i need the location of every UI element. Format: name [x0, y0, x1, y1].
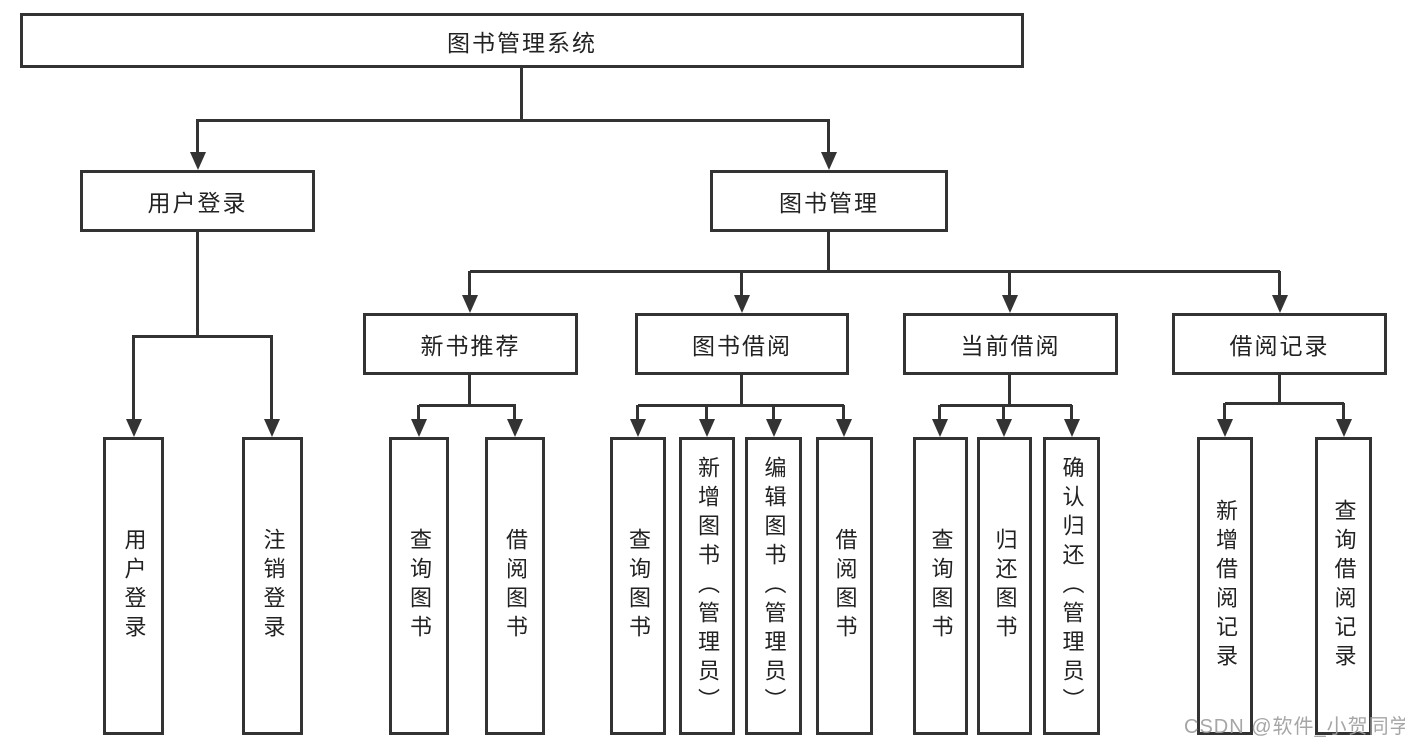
leaf-query-books-current: 查询图书 — [913, 437, 968, 735]
connector-drop — [1342, 403, 1345, 420]
connector-drop — [705, 405, 708, 420]
node-label: 用户登录 — [147, 190, 248, 216]
leaf-add-borrow-record: 新增借阅记录 — [1197, 437, 1253, 735]
arrowhead-down-icon — [411, 419, 427, 437]
connector-book-borrow-stem — [740, 375, 743, 406]
connector-user-login-bus — [132, 335, 273, 338]
connector-drop — [513, 405, 516, 420]
connector-drop — [636, 405, 639, 420]
node-label: 图书借阅 — [692, 333, 792, 359]
connector-new-book-stem — [468, 375, 471, 406]
arrowhead-down-icon — [1064, 419, 1080, 437]
leaf-logout: 注销登录 — [242, 437, 303, 735]
connector-book-borrow-bus — [638, 404, 844, 407]
node-label: 图书管理系统 — [447, 29, 597, 56]
arrowhead-down-icon — [630, 419, 646, 437]
arrowhead-down-icon — [836, 419, 852, 437]
connector-drop — [132, 335, 135, 420]
arrowhead-down-icon — [1336, 419, 1352, 437]
node-book-management: 图书管理 — [710, 170, 948, 232]
arrowhead-down-icon — [507, 419, 523, 437]
leaf-label: 新增图书（管理员） — [695, 455, 720, 717]
node-library-system-root: 图书管理系统 — [20, 13, 1024, 68]
connector-book-mgmt-stem — [827, 232, 830, 272]
csdn-watermark: CSDN @软件_小贺同学 — [1184, 716, 1405, 738]
leaf-label: 用户登录 — [121, 528, 147, 644]
connector-borrow-records-stem — [1278, 375, 1281, 404]
leaf-query-books-recommend: 查询图书 — [389, 437, 449, 735]
node-label: 当前借阅 — [960, 333, 1061, 359]
leaf-add-books-admin: 新增图书（管理员） — [679, 437, 735, 735]
connector-drop — [196, 119, 199, 153]
connector-drop — [270, 335, 273, 420]
arrowhead-down-icon — [190, 152, 206, 170]
leaf-label: 查询图书 — [928, 528, 954, 644]
connector-drop — [772, 405, 775, 420]
connector-drop — [740, 271, 743, 296]
connector-drop — [417, 405, 420, 420]
connector-drop — [1278, 271, 1281, 296]
connector-borrow-records-bus — [1225, 402, 1344, 405]
node-current-borrow: 当前借阅 — [903, 313, 1118, 375]
node-new-book-recommend: 新书推荐 — [363, 313, 578, 375]
connector-user-login-stem — [196, 232, 199, 336]
leaf-label: 查询图书 — [407, 528, 432, 644]
connector-level3-bus — [470, 270, 1280, 273]
node-label: 新书推荐 — [420, 333, 521, 359]
leaf-label: 注销登录 — [260, 528, 286, 644]
connector-new-book-bus — [419, 404, 516, 407]
arrowhead-down-icon — [1272, 295, 1288, 313]
node-label: 借阅记录 — [1229, 333, 1330, 359]
leaf-borrow-books: 借阅图书 — [816, 437, 873, 735]
arrowhead-down-icon — [462, 295, 478, 313]
connector-drop — [1070, 405, 1073, 420]
connector-current-borrow-bus — [940, 404, 1072, 407]
connector-level2-bus — [198, 119, 829, 122]
leaf-label: 编辑图书（管理员） — [761, 455, 787, 717]
arrowhead-down-icon — [699, 419, 715, 437]
arrowhead-down-icon — [126, 419, 142, 437]
connector-drop — [1223, 403, 1226, 420]
connector-drop — [1008, 271, 1011, 296]
connector-current-borrow-stem — [1008, 375, 1011, 406]
node-borrow-records: 借阅记录 — [1172, 313, 1387, 375]
arrowhead-down-icon — [932, 419, 948, 437]
leaf-label: 查询借阅记录 — [1331, 499, 1357, 673]
leaf-confirm-return-admin: 确认归还（管理员） — [1043, 437, 1100, 735]
connector-drop — [1002, 405, 1005, 420]
arrowhead-down-icon — [1217, 419, 1233, 437]
connector-root-stem — [520, 68, 523, 120]
arrowhead-down-icon — [264, 419, 280, 437]
leaf-edit-books-admin: 编辑图书（管理员） — [745, 437, 802, 735]
leaf-label: 借阅图书 — [832, 528, 858, 644]
arrowhead-down-icon — [1002, 295, 1018, 313]
node-book-borrow: 图书借阅 — [635, 313, 849, 375]
arrowhead-down-icon — [996, 419, 1012, 437]
leaf-query-borrow-record: 查询借阅记录 — [1315, 437, 1372, 735]
leaf-label: 查询图书 — [626, 528, 651, 644]
leaf-user-login: 用户登录 — [103, 437, 164, 735]
arrowhead-down-icon — [821, 152, 837, 170]
connector-drop — [938, 405, 941, 420]
leaf-label: 新增借阅记录 — [1213, 499, 1238, 673]
connector-drop — [827, 119, 830, 153]
leaf-return-books: 归还图书 — [977, 437, 1032, 735]
node-label: 图书管理 — [779, 190, 879, 216]
leaf-label: 归还图书 — [992, 528, 1018, 644]
connector-drop — [842, 405, 845, 420]
arrowhead-down-icon — [734, 295, 750, 313]
leaf-label: 借阅图书 — [503, 528, 528, 644]
leaf-query-books-borrow: 查询图书 — [610, 437, 666, 735]
node-user-login: 用户登录 — [80, 170, 315, 232]
leaf-borrow-books-recommend: 借阅图书 — [485, 437, 545, 735]
arrowhead-down-icon — [766, 419, 782, 437]
connector-drop — [468, 271, 471, 296]
leaf-label: 确认归还（管理员） — [1059, 455, 1085, 717]
